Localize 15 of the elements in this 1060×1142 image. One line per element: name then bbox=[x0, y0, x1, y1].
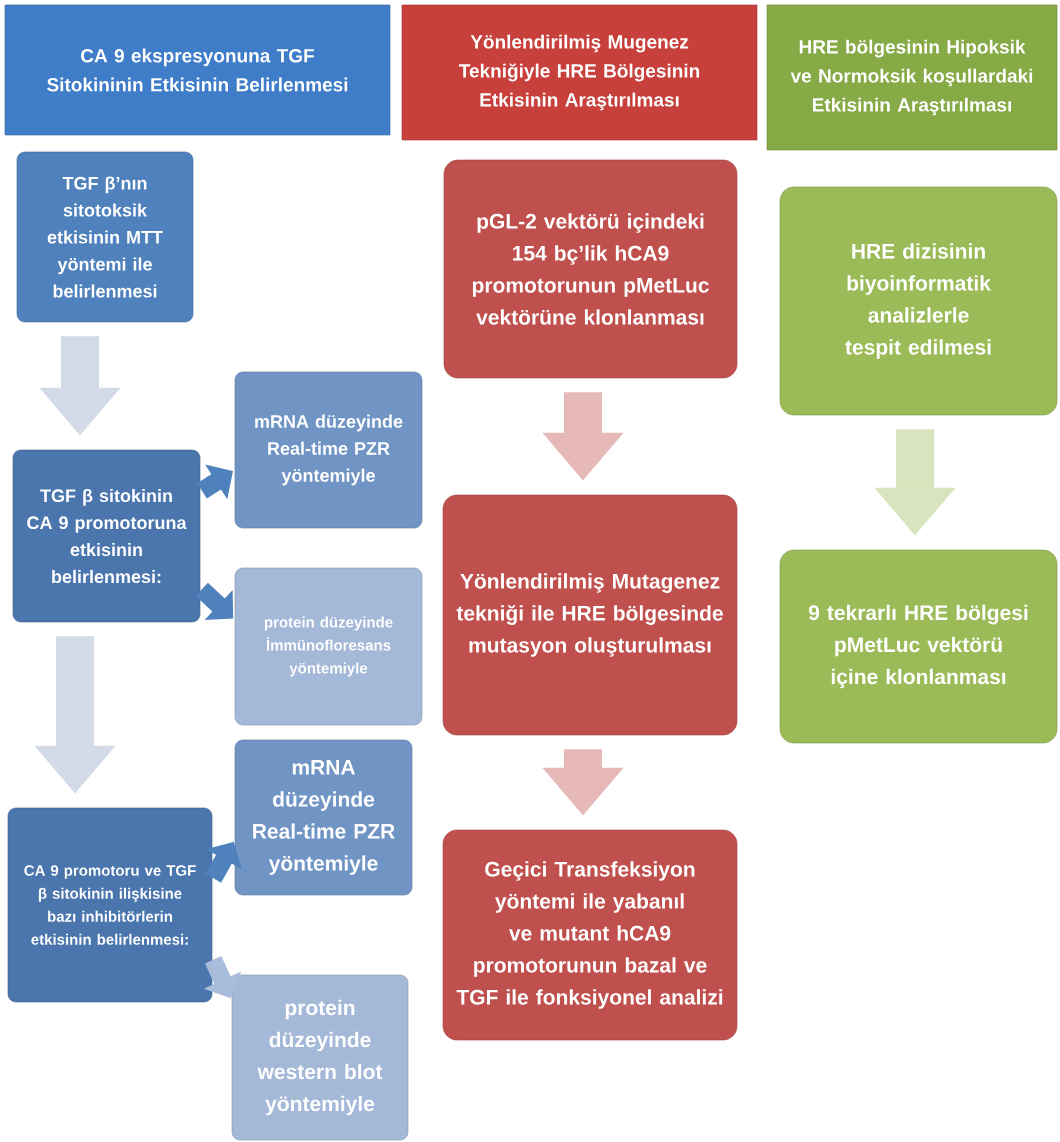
header-banner: HRE bölgesinin Hipoksik ve Normoksik koşullardaki Etkisinin Araştırılması bbox=[766, 4, 1058, 151]
process-box: TGF β sitokinin CA 9 promotoruna etkisinin belirlenmesi: bbox=[12, 449, 201, 623]
process-box: mRNA düzeyinde Real-time PZR yöntemiyle bbox=[234, 739, 413, 896]
process-box: HRE dizisinin biyoinformatik analizlerle tespit edilmesi bbox=[779, 186, 1058, 416]
process-box: pGL-2 vektörü içindeki 154 bç’lik hCA9 promotorunun pMetLuc vektörüne klonlanması bbox=[443, 159, 738, 379]
header-banner: CA 9 ekspresyonuna TGF Sitokininin Etkisinin Belirlenmesi bbox=[4, 4, 391, 136]
process-box: Geçici Transfeksiyon yöntemi ile yabanıl ve mutant hCA9 promotorunun bazal ve TGF ile fonksiyonel analizi bbox=[442, 829, 738, 1041]
process-box: protein düzeyinde western blot yöntemiyle bbox=[231, 974, 409, 1141]
process-box: TGF β’nın sitotoksik etkisinin MTT yöntemi ile belirlenmesi bbox=[16, 151, 194, 323]
process-box: 9 tekrarlı HRE bölgesi pMetLuc vektörü içine klonlanması bbox=[779, 549, 1058, 744]
process-box: Yönlendirilmiş Mutagenez tekniği ile HRE bölgesinde mutasyon oluşturulması bbox=[442, 494, 738, 736]
process-box: protein düzeyinde İmmünofloresans yöntemiyle bbox=[234, 567, 423, 726]
process-box: mRNA düzeyinde Real-time PZR yöntemiyle bbox=[234, 371, 423, 529]
header-banner: Yönlendirilmiş Mugenez Tekniğiyle HRE Bölgesinin Etkisinin Araştırılması bbox=[401, 4, 758, 141]
process-box: CA 9 promotoru ve TGF β sitokinin ilişkisine bazı inhibitörlerin etkisinin belirlenmesi: bbox=[7, 807, 213, 1003]
